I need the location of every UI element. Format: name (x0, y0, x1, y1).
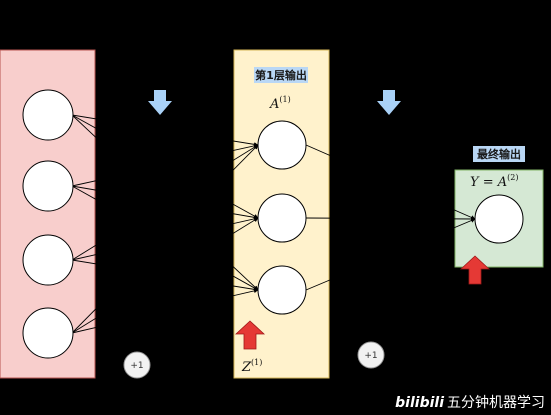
connection-edge (71, 114, 259, 219)
bias-node (123, 351, 151, 379)
down-arrow-icon (377, 90, 401, 115)
connection-edge (71, 143, 259, 187)
hidden-layer-title: 第1层输出 (255, 68, 307, 82)
hidden-to-output-edges (305, 144, 476, 291)
watermark-text: 五分钟机器学习 (447, 395, 545, 411)
hidden-activation-label: A(1) (269, 95, 291, 112)
bias-node (357, 341, 385, 369)
bias-label: +1 (130, 361, 143, 371)
connection-edge (71, 217, 259, 334)
output-neuron (474, 194, 524, 244)
input-neuron (22, 307, 74, 359)
connection-edge (71, 288, 259, 334)
connection-edge (71, 114, 259, 147)
bias-label: +1 (364, 351, 377, 361)
input-to-hidden-edges (71, 114, 259, 334)
connection-edge (305, 144, 476, 220)
connection-edge (305, 218, 476, 291)
hidden-neuron (257, 193, 307, 243)
input-neuron (22, 89, 74, 141)
connection-edge (305, 216, 476, 222)
connection-edge (71, 144, 259, 334)
down-arrow-icon (148, 90, 172, 115)
input-neuron (22, 160, 74, 212)
connection-edge (71, 144, 259, 261)
hidden-neuron (257, 120, 307, 170)
output-layer-title-highlight (473, 146, 525, 162)
hidden-preactivation-label: Z(1) (241, 358, 262, 375)
connection-edge (71, 185, 259, 291)
hidden-layer-title-highlight (254, 67, 308, 83)
up-arrow-icon (234, 320, 266, 350)
output-layer-title: 最终输出 (477, 147, 521, 161)
bilibili-logo: bilibili (395, 395, 444, 411)
input-neuron (22, 234, 74, 286)
up-arrow-icon (459, 255, 491, 285)
hidden-neuron (257, 265, 307, 315)
output-label: Y = A(2) (470, 173, 519, 190)
